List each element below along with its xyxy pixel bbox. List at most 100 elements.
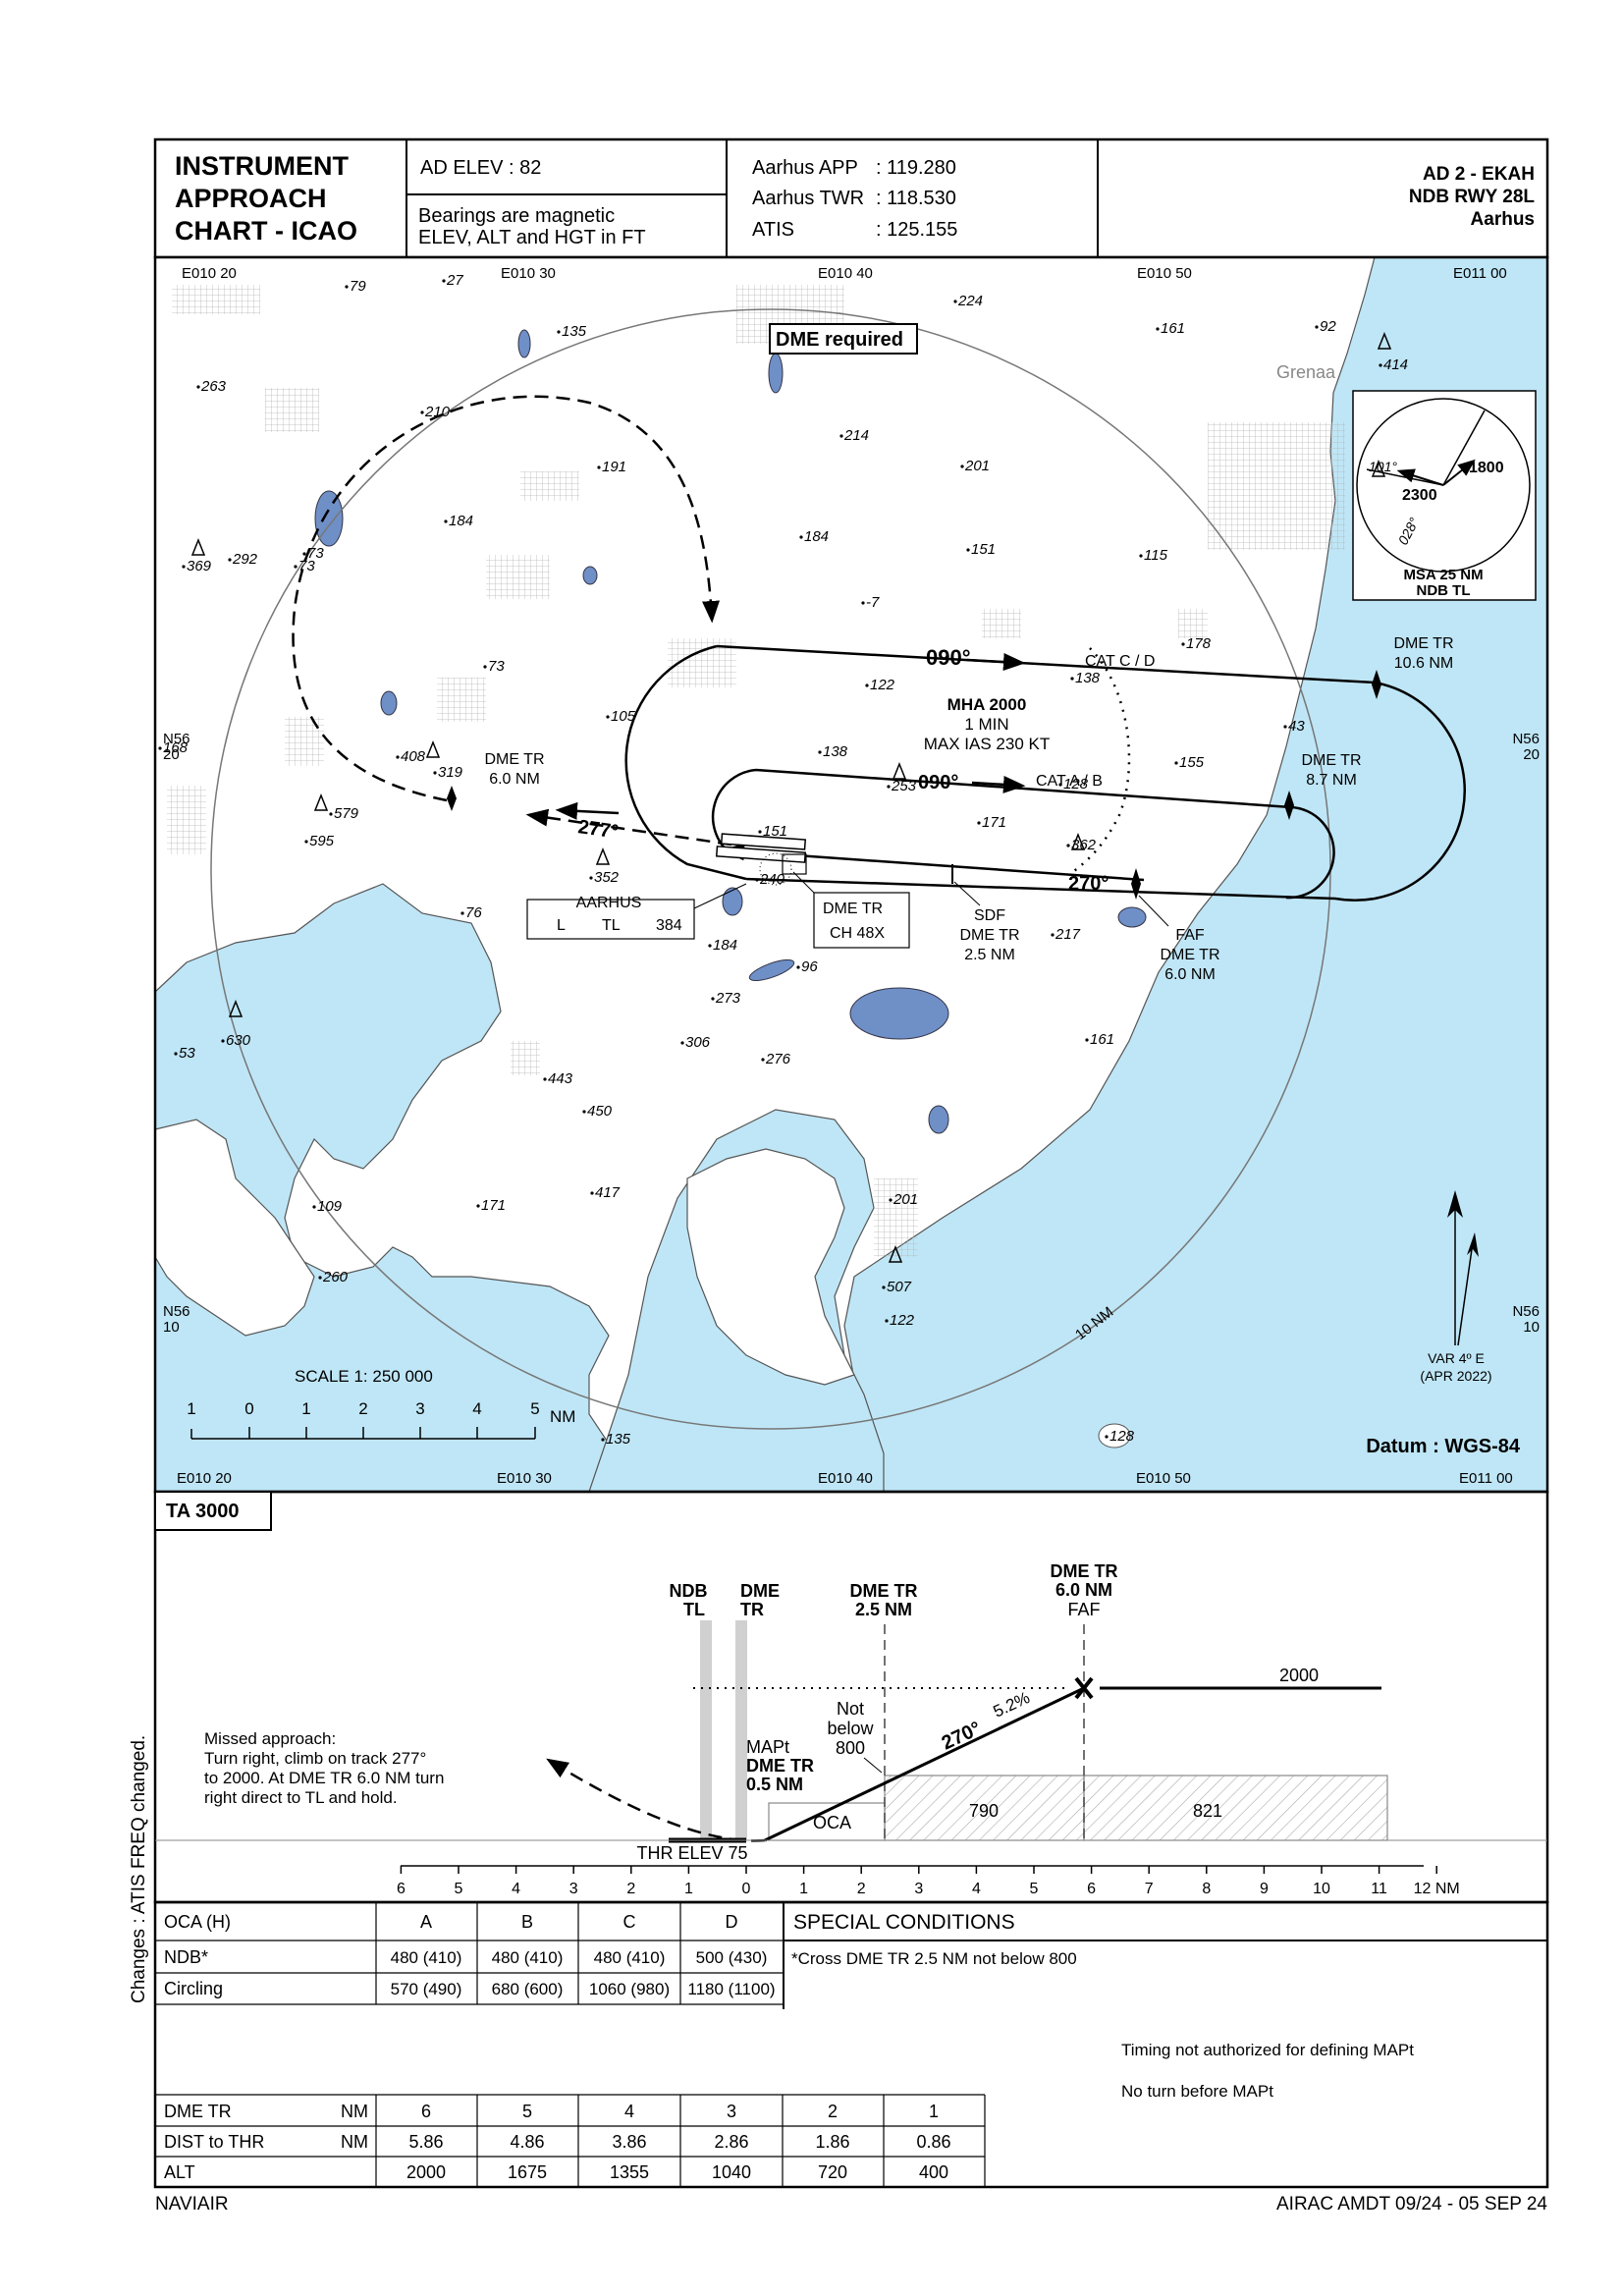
missed-text-1: Missed approach: [204,1729,336,1748]
aerodrome [715,833,807,886]
lake-4 [1117,906,1147,928]
lake-5 [768,353,784,394]
mha-line-2: 1 MIN [964,715,1008,734]
spot-dot [966,548,970,552]
chart-id-3: Aarhus [1471,209,1535,230]
final-track-prof: 270° [939,1718,985,1754]
island-samso-peninsula [155,1119,315,1337]
spot-dot [597,465,601,469]
spot-height: 201 [893,1191,918,1208]
town-1 [172,285,260,314]
bearings-line-2: ELEV, ALT and HGT in FT [418,227,646,248]
town-6 [1208,422,1345,550]
spot-dot [861,601,865,605]
spot-height: 161 [1161,320,1185,337]
lat-right-1a: N56 [1512,731,1540,747]
minima-h-1: A [420,1912,432,1932]
spot-dot [444,519,448,523]
dme-row-unit: NM [341,2102,368,2121]
var-line-1: VAR 4º E [1428,1350,1485,1366]
missed-turn [292,395,720,802]
lake-10 [582,566,598,585]
mapt-2: DME TR [746,1756,814,1776]
spot-dot [839,434,843,438]
town-12 [874,1178,918,1257]
axis-label: 3 [914,1881,923,1897]
plan-view: 10 NM E010 20 E010 30 E010 40 E010 50 E0… [153,255,1549,1494]
lake-11 [1098,1423,1131,1449]
faf-line-3: 6.0 NM [1164,966,1216,983]
spot-height: 178 [1186,635,1212,652]
dme-87-line-2: 8.7 NM [1306,772,1357,789]
dme-cell: 5.86 [408,2132,443,2152]
not-below-1: Not [837,1699,864,1719]
dme-87-line-1: DME TR [1301,752,1361,769]
dme-cell: 1 [929,2102,939,2121]
minima-r0-3: 480 (410) [594,1948,666,1967]
lon-top-3: E010 40 [818,265,873,282]
spot-height: 138 [1075,670,1101,686]
axis-label: 11 [1371,1881,1387,1897]
spot-dot [476,1204,480,1208]
scale-text: SCALE 1: 250 000 [295,1367,433,1386]
chart-title-1: INSTRUMENT [175,151,349,181]
spot-dot [1058,783,1062,787]
spot-dot [865,683,869,687]
lake-9 [928,1105,949,1134]
axis-label: 10 [1313,1881,1330,1897]
minima-r0-2: 480 (410) [492,1948,564,1967]
cat-ab-label: CAT A / B [1036,773,1103,790]
dme25-prof-2: 2.5 NM [855,1600,912,1619]
spot-height: 138 [823,743,848,760]
minima-r1-1: 570 (490) [391,1980,462,1998]
axis-label: 0 [742,1881,751,1897]
spot-height: 217 [1055,926,1081,943]
dme-cell: 1040 [712,2162,751,2182]
spot-dot [1315,325,1319,329]
freq-app-name: Aarhus APP [752,157,858,179]
spot-height: 224 [957,293,983,309]
lat-left-1b: 20 [163,746,180,763]
spot-dot [953,300,957,303]
dme-cell: 1355 [610,2162,649,2182]
sea-southwest [155,883,629,1492]
spot-dot [294,565,298,569]
faf-line-2: DME TR [1160,947,1219,963]
var-line-2: (APR 2022) [1420,1368,1491,1384]
oca-box-3 [1083,1775,1388,1841]
note-2: No turn before MAPt [1121,2082,1273,2101]
dme-cell: 2000 [406,2162,446,2182]
axis-label: 2 [626,1881,635,1897]
sdf-line-2: DME TR [959,927,1019,944]
spot-dot [1379,363,1382,367]
spot-height: 630 [226,1032,251,1049]
town-grenaa: Grenaa [1276,362,1336,382]
dme-106-line-1: DME TR [1393,635,1453,652]
lat-right-2b: 10 [1523,1319,1540,1336]
minima-r1-4: 1180 (1100) [687,1980,775,1998]
spot-height: 414 [1383,356,1408,373]
town-10 [285,717,324,766]
racetrack-cat-cd [624,644,1467,902]
spot-height: 73 [307,545,324,562]
minima-r1-3: 1060 (980) [589,1980,670,1998]
alt-2000: 2000 [1279,1666,1319,1685]
peninsula-south [686,1148,855,1386]
scale-num-4: 2 [358,1399,367,1418]
dme60-prof-3: FAF [1067,1600,1100,1619]
dme60-prof-1: DME TR [1051,1561,1118,1581]
spot-dot [1105,1435,1109,1439]
dme-cell: 0.86 [916,2132,950,2152]
town-14 [1178,609,1208,638]
scale-num-5: 3 [415,1399,424,1418]
spot-dot [590,1191,594,1195]
town-8 [437,678,486,722]
dme-cell: 1675 [508,2162,547,2182]
spot-height: 417 [595,1184,621,1201]
ndb-freq: 384 [656,917,682,934]
special-title: SPECIAL CONDITIONS [793,1911,1015,1934]
axis-label: 12 NM [1414,1881,1460,1897]
ndb-prof-1: NDB [670,1581,708,1601]
dme-box: DME TR CH 48X [792,871,910,949]
spot-dot [396,755,400,759]
